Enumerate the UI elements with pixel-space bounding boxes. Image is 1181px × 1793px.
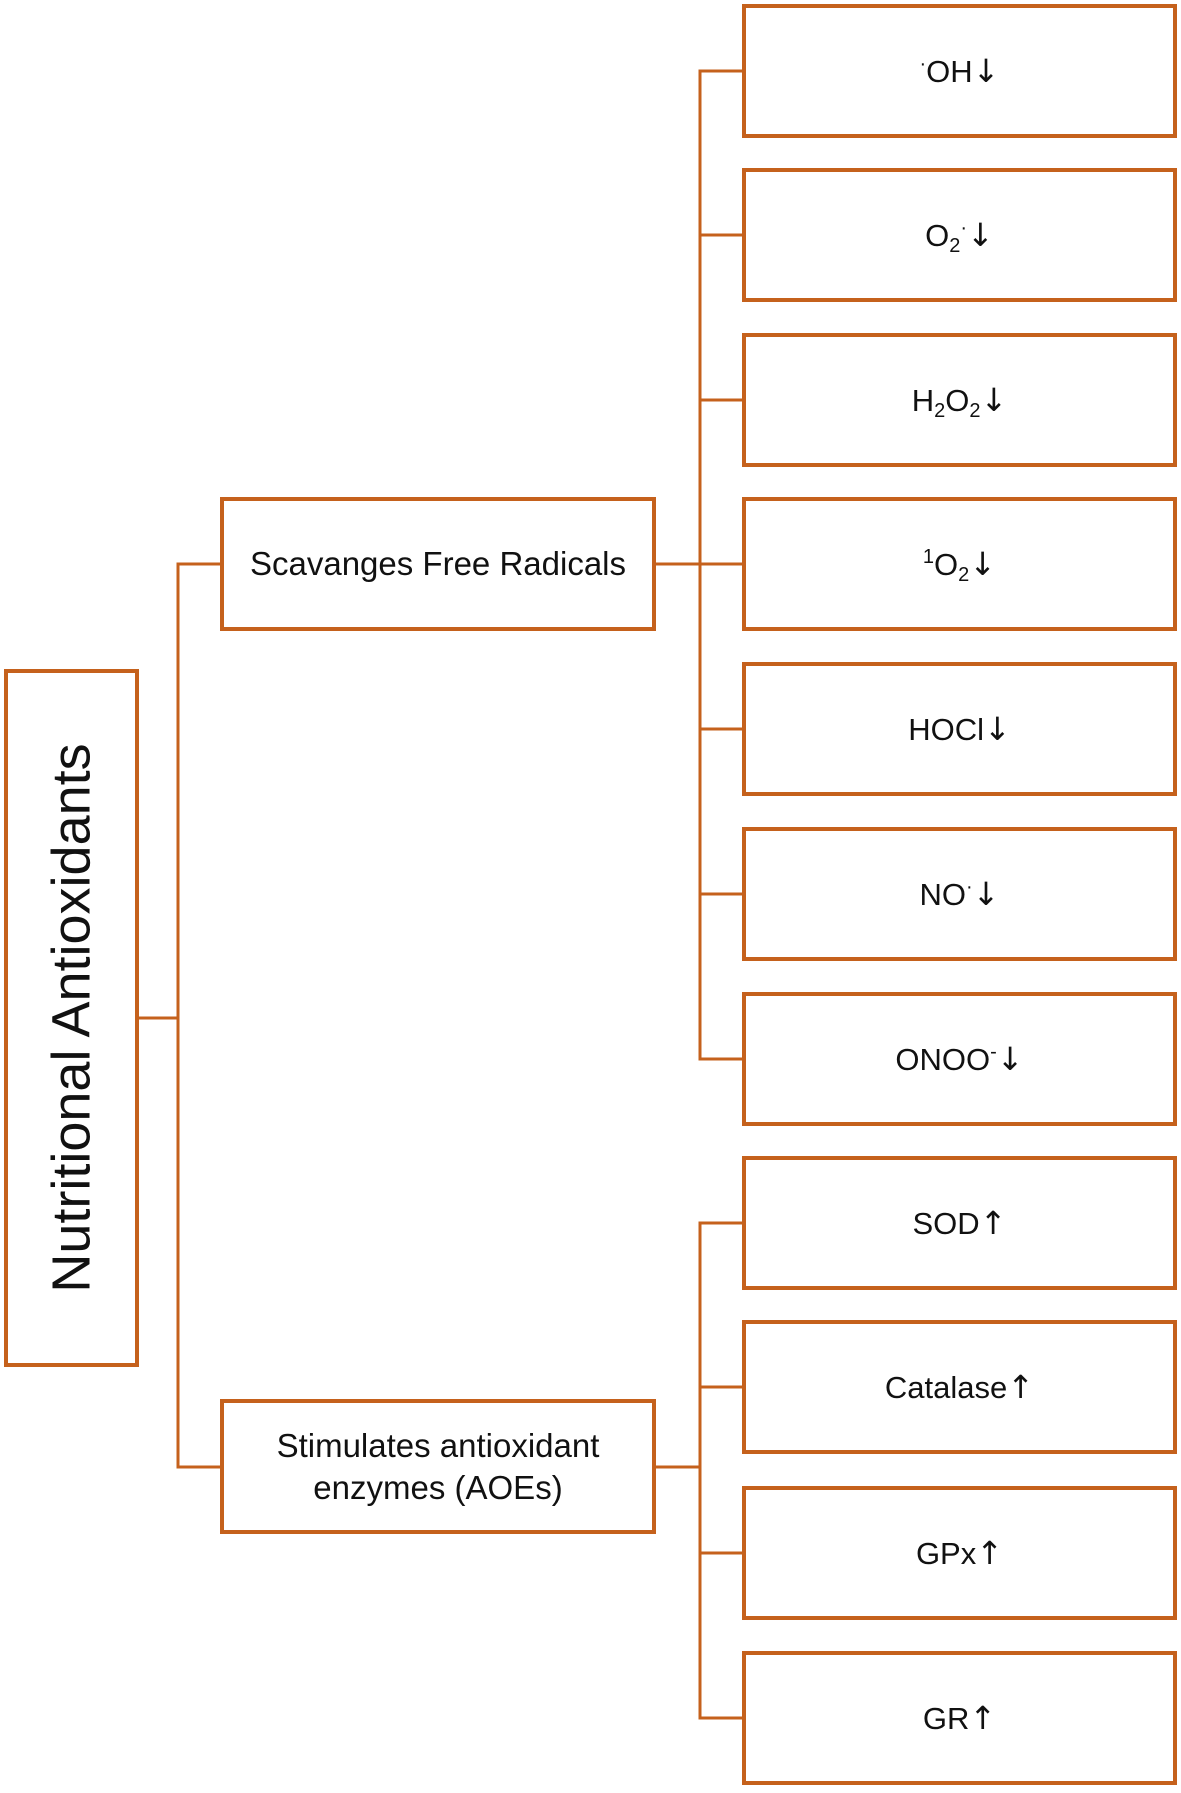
formula-text: GR <box>922 1701 970 1736</box>
arrow-down-icon: ↓ <box>983 710 1011 748</box>
leaf-hydrogen-peroxide: H2O2↓ <box>742 333 1177 467</box>
branch-stimulates-antioxidant-enzymes: Stimulates antioxidant enzymes (AOEs) <box>220 1399 656 1534</box>
root-node-box: Nutritional Antioxidants <box>4 669 139 1367</box>
formula-text: HOCl <box>908 712 984 747</box>
formula-text: O <box>934 547 959 582</box>
leaf-label: O2·↓ <box>925 216 994 257</box>
leaf-gpx: GPx↑ <box>742 1486 1177 1620</box>
formula-text: GPx <box>915 1536 977 1571</box>
leaf-label: Catalase↑ <box>885 1368 1034 1406</box>
subscript: 2 <box>934 400 946 422</box>
arrow-up-icon: ↑ <box>979 1204 1007 1242</box>
arrow-down-icon: ↓ <box>996 1040 1024 1078</box>
arrow-up-icon: ↑ <box>969 1699 997 1737</box>
branch-label: Scavanges Free Radicals <box>249 545 627 583</box>
superscript: - <box>990 1041 997 1063</box>
formula-text: ONOO <box>895 1042 991 1077</box>
leaf-peroxynitrite: ONOO-↓ <box>742 992 1177 1126</box>
leaf-sod: SOD↑ <box>742 1156 1177 1290</box>
leaf-superoxide: O2·↓ <box>742 168 1177 302</box>
branch-label: Stimulates antioxidant enzymes (AOEs) <box>276 1427 600 1506</box>
leaf-catalase: Catalase↑ <box>742 1320 1177 1454</box>
arrow-down-icon: ↓ <box>969 545 997 583</box>
superscript: · <box>966 876 973 898</box>
arrow-down-icon: ↓ <box>972 875 1000 913</box>
leaf-hydroxyl-radical: ·OH↓ <box>742 4 1177 138</box>
leaf-label: H2O2↓ <box>911 381 1008 422</box>
formula-text: SOD <box>912 1206 980 1241</box>
arrow-up-icon: ↑ <box>976 1534 1004 1572</box>
formula-text: OH <box>926 54 973 89</box>
subscript: 2 <box>969 400 981 422</box>
leaf-label: SOD↑ <box>913 1204 1007 1242</box>
superscript: · <box>919 53 927 75</box>
branch-scavenges-free-radicals: Scavanges Free Radicals <box>220 497 656 631</box>
leaf-singlet-oxygen: 1O2↓ <box>742 497 1177 631</box>
formula-text: O <box>925 218 950 253</box>
leaf-label: ONOO-↓ <box>895 1040 1023 1078</box>
leaf-gr: GR↑ <box>742 1651 1177 1785</box>
leaf-label: GR↑ <box>923 1699 996 1737</box>
root-node-label: Nutritional Antioxidants <box>41 743 102 1293</box>
leaf-label: GPx↑ <box>916 1534 1003 1572</box>
leaf-label: NO·↓ <box>920 875 1000 913</box>
leaf-hypochlorous-acid: HOCl↓ <box>742 662 1177 796</box>
subscript: 2 <box>958 564 970 586</box>
arrow-down-icon: ↓ <box>980 381 1008 419</box>
leaf-nitric-oxide: NO·↓ <box>742 827 1177 961</box>
formula-text: NO <box>919 877 967 912</box>
subscript: 2 <box>949 235 961 257</box>
superscript: · <box>960 217 968 239</box>
formula-text: O <box>945 383 970 418</box>
formula-text: Catalase <box>884 1370 1008 1405</box>
superscript: 1 <box>922 546 935 568</box>
arrow-down-icon: ↓ <box>967 216 994 254</box>
leaf-label: HOCl↓ <box>908 710 1011 748</box>
arrow-up-icon: ↑ <box>1007 1368 1035 1406</box>
leaf-label: 1O2↓ <box>922 545 997 586</box>
formula-text: H <box>911 383 935 418</box>
leaf-label: ·OH↓ <box>920 52 1000 90</box>
arrow-down-icon: ↓ <box>972 52 1000 90</box>
